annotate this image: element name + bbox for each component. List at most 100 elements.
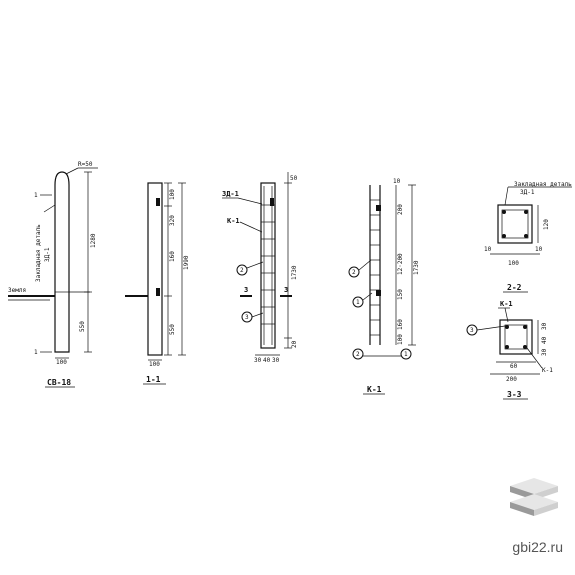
elevation-outline bbox=[260, 182, 276, 349]
k1-mark-3: 1 bbox=[404, 351, 408, 358]
radius-label: R=50 bbox=[78, 161, 93, 168]
embedded-code: ЗД-1 bbox=[44, 247, 51, 262]
insert-top bbox=[270, 198, 274, 206]
s33-dim-b: 40 bbox=[541, 336, 548, 344]
k1-dim-e: 100 bbox=[397, 334, 404, 345]
section-mark-top: 1 bbox=[34, 192, 38, 199]
rebar-dot bbox=[502, 210, 506, 214]
elev-leader bbox=[237, 197, 263, 205]
s33-dim-c: 30 bbox=[541, 348, 548, 356]
elev-dim-wb: 40 bbox=[263, 357, 271, 364]
s22-dim-width: 100 bbox=[508, 260, 519, 267]
column-cb18-outline bbox=[54, 171, 70, 353]
s22-dim-right: 10 bbox=[535, 246, 543, 253]
rebar-dot bbox=[523, 345, 527, 349]
rebar-dot bbox=[505, 325, 509, 329]
k1-dim-b: 12·200 bbox=[397, 253, 404, 275]
s33-dim-w1: 60 bbox=[510, 363, 518, 370]
s33-leader bbox=[526, 347, 543, 369]
s33-inner bbox=[504, 324, 528, 350]
k1-dim-c: 150 bbox=[397, 289, 404, 300]
mark-circle bbox=[236, 264, 248, 276]
ground-label: Земля bbox=[8, 287, 26, 294]
view-title-s22: 2-2 bbox=[507, 283, 522, 292]
k1-leader bbox=[358, 259, 372, 271]
view-elevation: ЗД-1 К-1 2 3 3 3 50 1730 20 30 40 30 bbox=[222, 172, 298, 364]
view-title-s33: 3-3 bbox=[507, 390, 522, 399]
stirrups bbox=[261, 204, 275, 325]
elev-dim-wc: 30 bbox=[272, 357, 280, 364]
view-title-k1: К-1 bbox=[367, 385, 382, 394]
elev-frame-label: К-1 bbox=[227, 217, 240, 225]
dim-s11-width: 100 bbox=[149, 361, 160, 368]
view-k1: 2 1 2 1 10 200 12·200 150 160 100 1730 К… bbox=[348, 178, 420, 395]
s33-dim-a: 30 bbox=[541, 322, 548, 330]
view-title-cb18: СВ-18 bbox=[47, 378, 71, 387]
s33-leader bbox=[476, 325, 506, 331]
watermark-text: gbi22.ru bbox=[512, 539, 563, 555]
view-s11: 100 320 160 550 1990 100 1-1 bbox=[125, 182, 190, 385]
dim-width: 100 bbox=[56, 359, 67, 366]
insert-top bbox=[156, 198, 160, 206]
dim-s11-lower: 550 bbox=[169, 324, 176, 335]
elev-mark-3: 3 bbox=[245, 314, 249, 321]
view-s33: К-1 3 К-1 30 40 30 60 200 3-3 bbox=[466, 300, 553, 400]
elev-cut-right: 3 bbox=[284, 286, 288, 294]
s22-leader bbox=[504, 186, 509, 206]
mark-circle bbox=[352, 348, 364, 360]
s22-embedded-code: ЗД-1 bbox=[520, 189, 535, 196]
mark-circle bbox=[348, 266, 360, 278]
k1-dim-a: 200 bbox=[397, 204, 404, 215]
elev-cut-left: 3 bbox=[244, 286, 248, 294]
s22-inner bbox=[501, 209, 529, 239]
elev-mark-2: 2 bbox=[240, 267, 244, 274]
s33-frame-label: К-1 bbox=[500, 300, 513, 308]
dim-s11-top: 100 bbox=[169, 189, 176, 200]
k1-leader bbox=[362, 292, 373, 301]
s22-embedded: Закладная деталь bbox=[514, 181, 572, 188]
k1-ties bbox=[370, 199, 380, 336]
elev-dim-wa: 30 bbox=[254, 357, 262, 364]
k1-mark-2: 2 bbox=[356, 351, 360, 358]
dim-s11-mid-a: 320 bbox=[169, 215, 176, 226]
dim-s11-total: 1990 bbox=[183, 255, 190, 270]
elev-leader bbox=[246, 261, 264, 269]
elev-leader bbox=[251, 312, 264, 318]
view-title-s11: 1-1 bbox=[146, 375, 161, 384]
rebar-dot bbox=[524, 210, 528, 214]
k1-dim-d: 160 bbox=[397, 319, 404, 330]
insert-mid bbox=[156, 288, 160, 296]
s22-dim-side: 120 bbox=[543, 219, 550, 230]
elev-dim-top: 50 bbox=[290, 175, 298, 182]
elev-leader bbox=[239, 221, 263, 233]
k1-insert bbox=[376, 290, 381, 296]
s33-mark-3: 3 bbox=[470, 327, 474, 334]
dim-s11-mid-b: 160 bbox=[169, 251, 176, 262]
section-mark-bottom: 1 bbox=[34, 349, 38, 356]
rebar-dot bbox=[523, 325, 527, 329]
column-s11-outline bbox=[147, 182, 163, 356]
radius-leader bbox=[65, 167, 79, 175]
s22-dim-left: 10 bbox=[484, 246, 492, 253]
s33-dim-w2: 200 bbox=[506, 376, 517, 383]
s22-outline bbox=[497, 204, 533, 244]
rebar-dot bbox=[524, 234, 528, 238]
mark-circle bbox=[400, 348, 412, 360]
rebar-dot bbox=[502, 234, 506, 238]
elev-embedded-code: ЗД-1 bbox=[222, 190, 239, 198]
embedded-label: Закладная деталь bbox=[35, 224, 42, 282]
k1-mark-1: 1 bbox=[356, 299, 360, 306]
k1-insert bbox=[376, 205, 381, 211]
view-s22: Закладная деталь ЗД-1 120 10 100 10 2-2 bbox=[484, 181, 572, 293]
s33-outline bbox=[499, 319, 533, 355]
k1-mark-0: 2 bbox=[352, 269, 356, 276]
k1-dim-total: 1730 bbox=[413, 260, 420, 275]
dim-height: 1280 bbox=[90, 233, 97, 248]
elev-dim-bottom: 20 bbox=[291, 340, 298, 348]
embedded-leader bbox=[43, 204, 56, 213]
elev-dim-total: 1730 bbox=[291, 265, 298, 280]
dim-lower: 550 bbox=[79, 321, 86, 332]
mark-circle bbox=[352, 296, 364, 308]
k1-dim-top: 10 bbox=[393, 178, 401, 185]
watermark-logo bbox=[510, 478, 558, 516]
